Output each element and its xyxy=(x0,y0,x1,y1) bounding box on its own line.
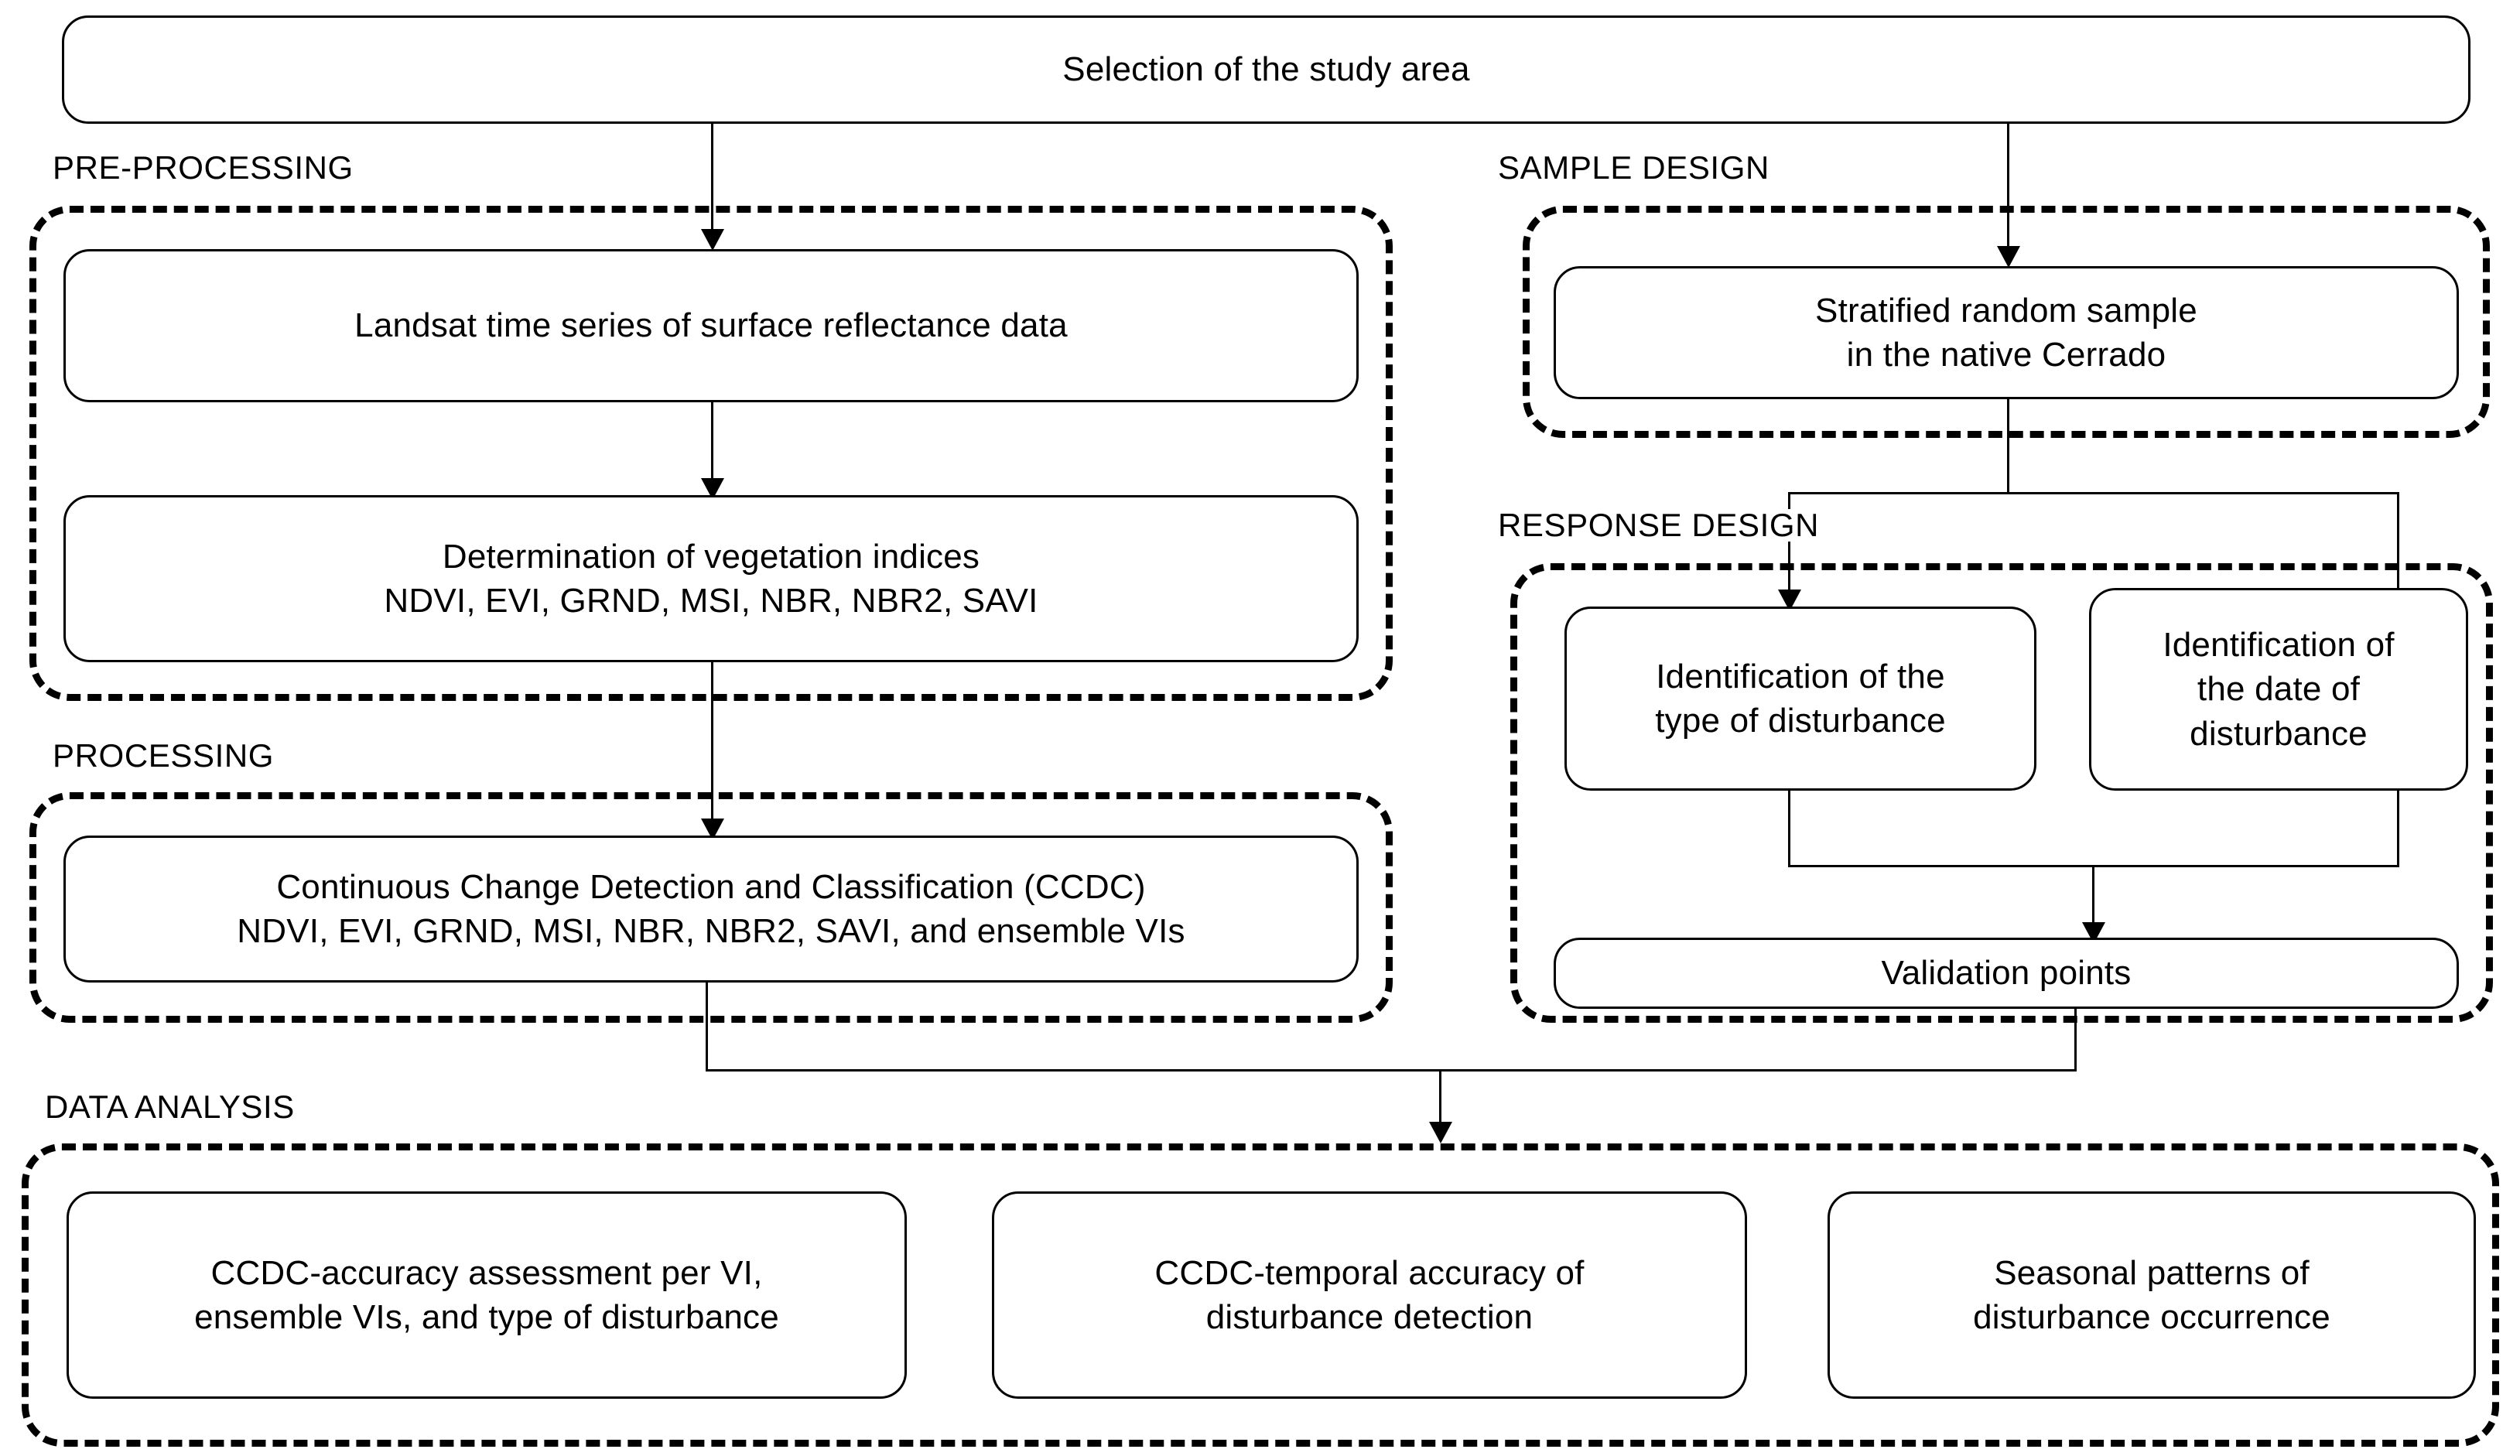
caption-pre-processing: PRE-PROCESSING xyxy=(48,152,358,184)
node-ccdc-line1: Continuous Change Detection and Classifi… xyxy=(276,867,1146,906)
node-type-disturbance-line1: Identification of the xyxy=(1656,657,1945,696)
node-analysis-temporal-line2: disturbance detection xyxy=(1205,1298,1534,1336)
arrowhead-dataanalysis xyxy=(1429,1122,1452,1143)
node-date-of-disturbance[interactable]: Identification of the date of disturbanc… xyxy=(2089,588,2468,791)
node-landsat-time-series[interactable]: Landsat time series of surface reflectan… xyxy=(63,249,1359,402)
node-validation-points[interactable]: Validation points xyxy=(1554,938,2459,1009)
arrowhead-preprocessing xyxy=(701,229,724,251)
connector-merge-to-dataanalysis xyxy=(1439,1069,1441,1140)
connector-ccdc-to-bottom-merge xyxy=(706,983,708,1071)
connector-type-to-merge xyxy=(1788,789,1790,866)
node-analysis-seasonal-line1: Seasonal patterns of xyxy=(1994,1253,2310,1292)
connector-split-to-type xyxy=(1788,492,1790,608)
node-analysis-accuracy-line2: ensemble VIs, and type of disturbance xyxy=(194,1298,779,1336)
connector-split-bar xyxy=(1788,492,2399,494)
node-vegetation-indices-line2: NDVI, EVI, GRND, MSI, NBR, NBR2, SAVI xyxy=(384,582,1038,620)
node-vegetation-indices-line1: Determination of vegetation indices xyxy=(442,537,980,576)
connector-top-to-sampledesign xyxy=(2007,124,2009,265)
node-stratified-random-sample[interactable]: Stratified random sample in the native C… xyxy=(1554,266,2459,399)
connector-sample-to-split xyxy=(2007,398,2009,494)
node-type-of-disturbance[interactable]: Identification of the type of disturbanc… xyxy=(1564,607,2036,791)
node-selection-study-area-line1: Selection of the study area xyxy=(1062,50,1470,89)
caption-data-analysis: DATA ANALYSIS xyxy=(40,1091,299,1123)
connector-date-to-merge xyxy=(2397,774,2399,866)
node-landsat-line1: Landsat time series of surface reflectan… xyxy=(354,306,1068,345)
connector-validation-to-bottom-merge xyxy=(2074,1006,2077,1071)
node-date-disturbance-line1: Identification of xyxy=(2163,626,2395,665)
node-ccdc-line2: NDVI, EVI, GRND, MSI, NBR, NBR2, SAVI, a… xyxy=(237,912,1185,950)
connector-merge-to-validation xyxy=(2092,865,2094,941)
connector-indices-to-ccdc xyxy=(711,661,713,838)
node-analysis-seasonal[interactable]: Seasonal patterns of disturbance occurre… xyxy=(1828,1191,2476,1399)
node-validation-points-line1: Validation points xyxy=(1881,954,2132,993)
node-type-disturbance-line2: type of disturbance xyxy=(1655,702,1946,740)
node-stratified-sample-line1: Stratified random sample xyxy=(1815,291,2197,330)
node-selection-study-area[interactable]: Selection of the study area xyxy=(62,15,2470,124)
connector-split-to-date xyxy=(2397,492,2399,608)
node-analysis-temporal[interactable]: CCDC-temporal accuracy of disturbance de… xyxy=(992,1191,1747,1399)
node-ccdc[interactable]: Continuous Change Detection and Classifi… xyxy=(63,836,1359,983)
connector-bottom-merge-bar xyxy=(706,1069,2077,1071)
node-analysis-accuracy-line1: CCDC-accuracy assessment per VI, xyxy=(210,1253,763,1292)
caption-sample-design: SAMPLE DESIGN xyxy=(1493,152,1774,184)
node-analysis-accuracy[interactable]: CCDC-accuracy assessment per VI, ensembl… xyxy=(67,1191,907,1399)
node-stratified-sample-line2: in the native Cerrado xyxy=(1846,336,2166,374)
connector-top-to-preprocessing xyxy=(711,124,713,248)
caption-response-design: RESPONSE DESIGN xyxy=(1493,509,1824,542)
connector-landsat-to-indices xyxy=(711,402,713,497)
node-date-disturbance-line3: disturbance xyxy=(2190,714,2368,753)
node-analysis-temporal-line1: CCDC-temporal accuracy of xyxy=(1154,1253,1585,1292)
node-date-disturbance-line2: the date of xyxy=(2197,670,2361,709)
node-vegetation-indices[interactable]: Determination of vegetation indices NDVI… xyxy=(63,495,1359,662)
node-analysis-seasonal-line2: disturbance occurrence xyxy=(1973,1298,2330,1336)
caption-processing: PROCESSING xyxy=(48,740,279,772)
arrowhead-sampledesign xyxy=(1997,246,2020,268)
